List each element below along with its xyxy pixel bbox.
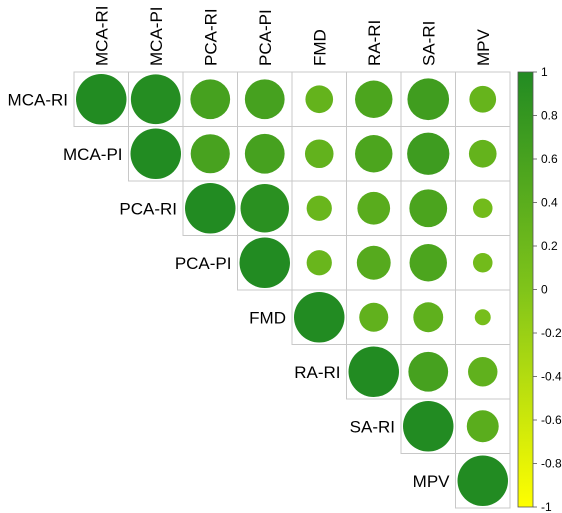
corr-circle-mca-ri-mpv (469, 85, 497, 113)
row-label-mca-ri: MCA-RI (8, 90, 68, 109)
row-label-sa-ri: SA-RI (350, 417, 395, 436)
correlation-circles (76, 74, 508, 506)
corr-circle-pca-pi-sa-ri (409, 244, 447, 282)
corr-circle-pca-ri-sa-ri (409, 189, 448, 228)
corr-circle-pca-pi-mpv (472, 252, 493, 273)
colorbar: 1 0.8 0.6 0.4 0.2 0 -0.2 -0.4 -0.6 -0.8 -1 (517, 65, 562, 513)
col-label-mca-pi: MCA-PI (147, 7, 166, 67)
corr-circle-fmd-sa-ri (413, 302, 444, 333)
col-label-ra-ri: RA-RI (365, 20, 384, 66)
colorbar-tick-label: 0.8 (541, 109, 558, 123)
corr-circle-pca-pi-fmd (306, 250, 332, 276)
corr-circle-pca-ri-pca-pi (240, 184, 289, 233)
col-label-mca-ri: MCA-RI (92, 6, 111, 66)
corr-circle-mca-pi-mpv (468, 139, 497, 168)
corr-circle-sa-ri-mpv (466, 410, 499, 443)
column-labels: MCA-RI MCA-PI PCA-RI PCA-PI FMD RA-RI SA-RI MPV (92, 6, 493, 66)
corr-circle-mca-pi-pca-ri (190, 134, 230, 174)
row-label-mpv: MPV (413, 472, 451, 491)
corr-circle-sa-ri-sa-ri (403, 401, 454, 452)
row-label-fmd: FMD (249, 308, 286, 327)
colorbar-gradient (517, 71, 534, 508)
colorbar-tick-label: 0.2 (541, 239, 558, 253)
corr-circle-pca-ri-pca-ri (185, 183, 236, 234)
corr-circle-ra-ri-sa-ri (408, 351, 449, 392)
row-label-pca-ri: PCA-RI (119, 199, 177, 218)
corr-circle-mpv-mpv (457, 455, 508, 506)
row-labels: MCA-RI MCA-PI PCA-RI PCA-PI FMD RA-RI SA-RI MPV (8, 90, 451, 491)
row-label-mca-pi: MCA-PI (63, 145, 123, 164)
colorbar-tick-label: 1 (541, 65, 548, 79)
corr-circle-fmd-fmd (294, 292, 345, 343)
corr-circle-mca-pi-fmd (304, 139, 334, 169)
corr-circle-ra-ri-mpv (468, 357, 498, 387)
corr-circle-mca-pi-mca-pi (130, 128, 181, 179)
colorbar-tick-label: 0.4 (541, 196, 558, 210)
corr-circle-pca-pi-ra-ri (356, 245, 391, 280)
col-label-fmd: FMD (310, 29, 329, 66)
corr-circle-mca-ri-mca-ri (76, 74, 127, 125)
corr-circle-fmd-mpv (474, 309, 491, 326)
colorbar-tick-label: -0.6 (541, 413, 562, 427)
colorbar-tick-label: -0.4 (541, 370, 562, 384)
corr-circle-mca-ri-pca-ri (190, 79, 231, 120)
grid (73, 71, 511, 509)
colorbar-tick-label: 0.6 (541, 152, 558, 166)
corr-circle-fmd-ra-ri (359, 302, 389, 332)
col-label-pca-pi: PCA-PI (256, 9, 275, 66)
corr-circle-mca-ri-pca-pi (244, 79, 285, 120)
colorbar-tick-label: -1 (541, 500, 552, 513)
corr-circle-pca-pi-pca-pi (239, 237, 290, 288)
corr-circle-pca-ri-ra-ri (357, 191, 391, 225)
grid-cell (455, 453, 511, 509)
corr-circle-mca-ri-fmd (305, 85, 334, 114)
corr-circle-mca-pi-sa-ri (407, 132, 450, 175)
row-label-pca-pi: PCA-PI (175, 254, 232, 273)
corr-circle-mca-ri-sa-ri (407, 78, 450, 121)
corr-circle-mca-ri-mca-pi (130, 74, 181, 125)
colorbar-tick-label: -0.8 (541, 457, 562, 471)
corr-circle-mca-pi-pca-pi (244, 133, 285, 174)
col-label-pca-ri: PCA-RI (201, 8, 220, 66)
col-label-sa-ri: SA-RI (419, 21, 438, 66)
corr-circle-mca-pi-ra-ri (355, 135, 393, 173)
col-label-mpv: MPV (474, 29, 493, 67)
corr-circle-pca-ri-fmd (306, 195, 332, 221)
colorbar-tick-label: 0 (541, 283, 548, 297)
corr-circle-mca-ri-ra-ri (355, 80, 393, 118)
corr-circle-ra-ri-ra-ri (348, 346, 399, 397)
row-label-ra-ri: RA-RI (294, 363, 340, 382)
corr-circle-pca-ri-mpv (472, 198, 493, 219)
colorbar-tick-label: -0.2 (541, 326, 562, 340)
